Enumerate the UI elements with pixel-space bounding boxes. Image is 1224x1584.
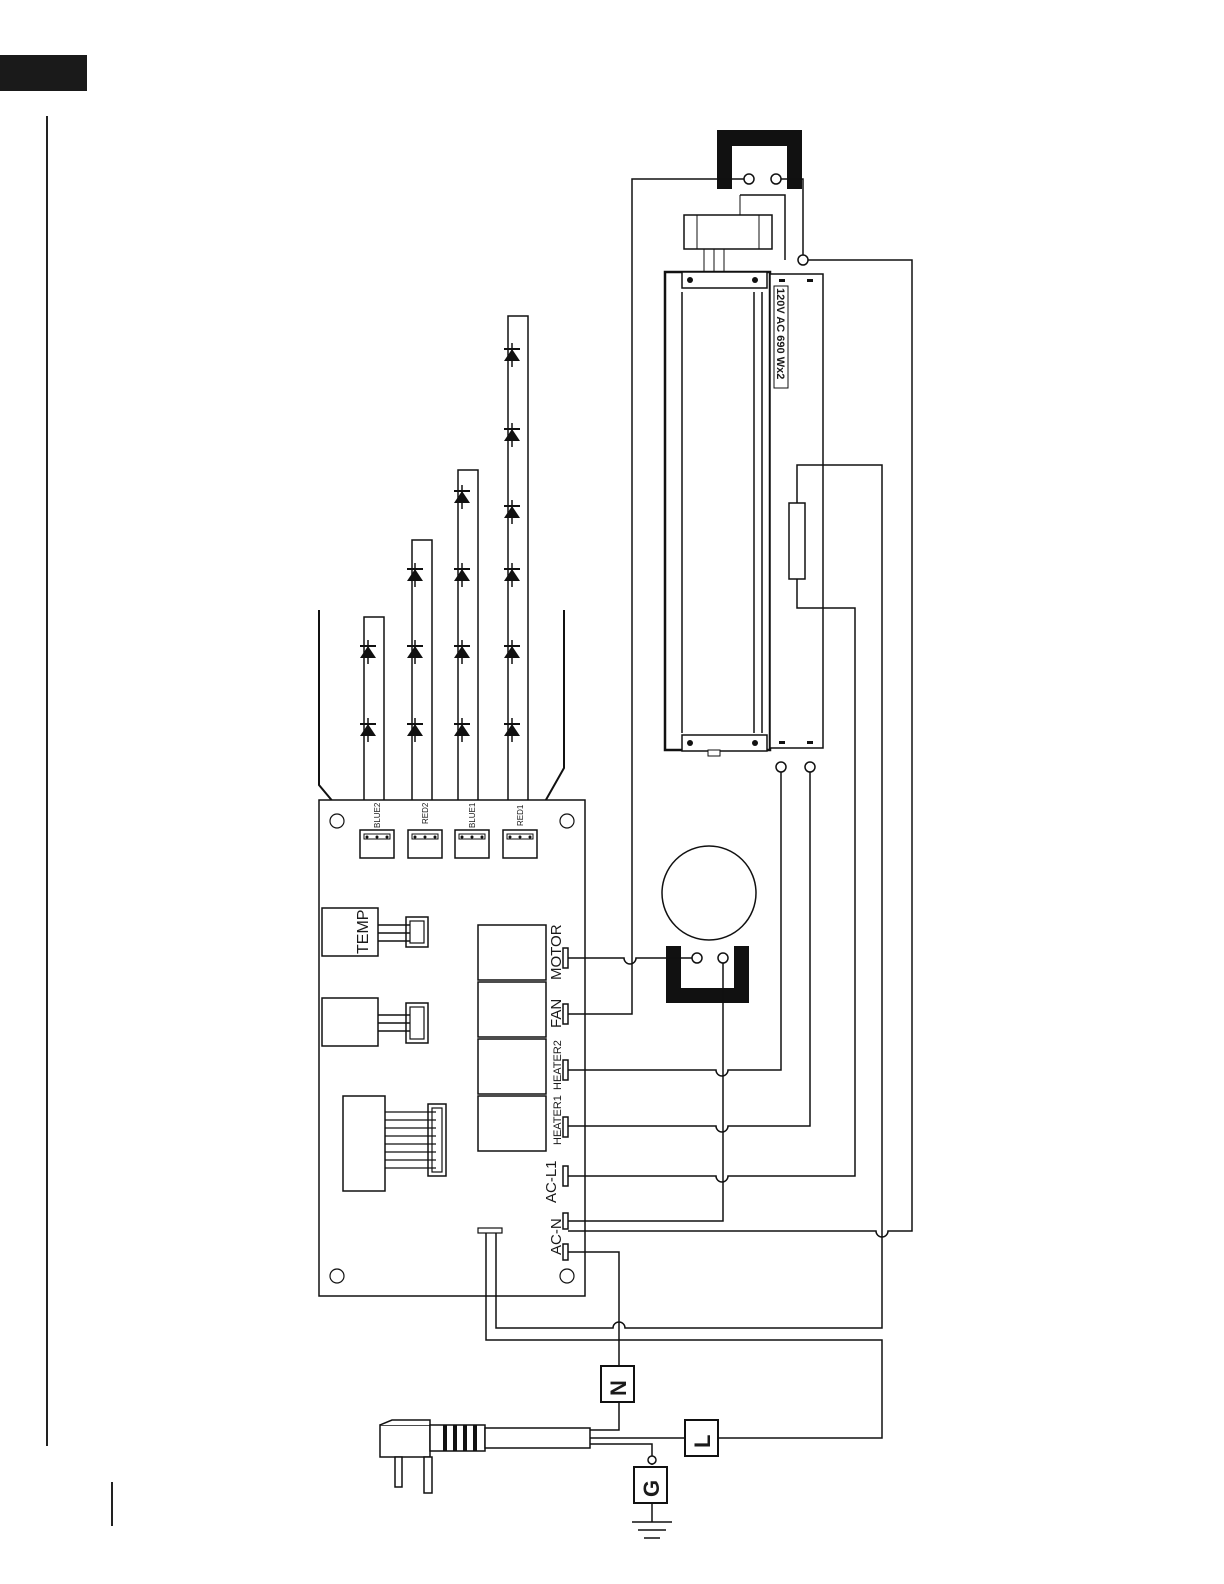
diode-icon <box>454 640 470 664</box>
blower-housing <box>665 272 770 756</box>
diode-icon <box>454 718 470 742</box>
motor-terminal <box>692 953 702 963</box>
diode-icon <box>504 423 520 447</box>
fan-neutral-terminal <box>798 255 808 265</box>
relay-motor <box>478 925 546 980</box>
terminal-label-ac-l1: AC-L1 <box>543 1160 560 1203</box>
connector-label-blue2: BLUE2 <box>373 802 382 828</box>
heater-terminal <box>805 762 815 772</box>
diode-icon <box>407 563 423 587</box>
earth-ground-icon <box>632 1522 672 1538</box>
diode-icon <box>360 640 376 664</box>
terminal-label-fan: FAN <box>548 999 565 1028</box>
terminal-ac-l1 <box>563 1166 568 1186</box>
neutral-label: N <box>606 1380 631 1396</box>
power-plug-icon <box>380 1420 590 1493</box>
line-label: L <box>690 1435 715 1448</box>
diode-icon <box>360 718 376 742</box>
relay-heater2 <box>478 1039 546 1094</box>
heater-rating-label: 120V AC 690 Wx2 <box>774 288 786 379</box>
diode-icon <box>504 640 520 664</box>
led-connector-blue1 <box>455 830 489 858</box>
terminal-label-motor: MOTOR <box>548 924 565 980</box>
motor-terminal <box>718 953 728 963</box>
heater-terminal <box>776 762 786 772</box>
terminal-label-heater1: HEATER1 <box>552 1095 564 1145</box>
connector-label-red1: RED1 <box>516 804 525 826</box>
terminal-label-heater2: HEATER2 <box>552 1040 564 1090</box>
connector-label-blue1: BLUE1 <box>468 802 477 828</box>
ground-terminal <box>648 1456 656 1464</box>
fan-terminal <box>771 174 781 184</box>
temp-sensor-label: TEMP <box>355 910 372 954</box>
led-side-lead-left <box>319 610 355 828</box>
relay-fan <box>478 982 546 1037</box>
diode-icon <box>407 640 423 664</box>
ground-tab <box>478 1228 502 1233</box>
diode-icon <box>407 718 423 742</box>
diode-icon <box>504 500 520 524</box>
fan-motor <box>684 195 772 273</box>
led-connector-red2 <box>408 830 442 858</box>
relay-heater1 <box>478 1096 546 1151</box>
led-connector-red1 <box>503 830 537 858</box>
diode-icon <box>504 343 520 367</box>
diode-icon <box>504 718 520 742</box>
motor-rotor <box>662 846 756 940</box>
thermal-cutoff <box>789 503 805 579</box>
fan-terminal <box>744 174 754 184</box>
fan-bracket <box>717 130 802 189</box>
terminal-label-ac-n: AC-N <box>548 1218 565 1255</box>
diode-icon <box>504 563 520 587</box>
diode-icon <box>454 563 470 587</box>
diode-icon <box>454 485 470 509</box>
connector-label-red2: RED2 <box>421 802 430 824</box>
motor-bracket <box>666 946 749 1003</box>
led-side-lead-right <box>530 610 564 828</box>
led-connector-blue2 <box>360 830 394 858</box>
ground-label: G <box>639 1480 664 1497</box>
